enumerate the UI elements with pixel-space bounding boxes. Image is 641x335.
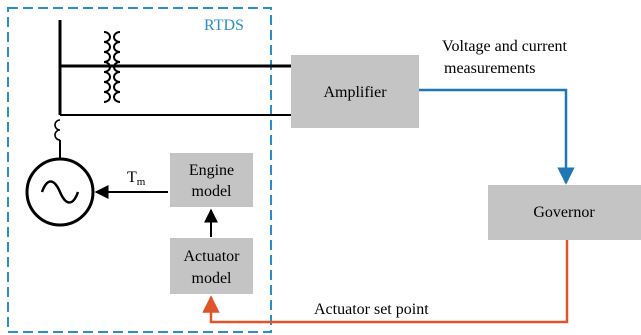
actuator-label-line2: model	[192, 270, 233, 287]
amplifier-label: Amplifier	[323, 84, 387, 101]
engine-label-line2: model	[192, 183, 233, 200]
ac-generator-icon	[25, 157, 95, 227]
amplifier-block: Amplifier	[291, 55, 419, 128]
measurements-label-line1: Voltage and current	[442, 38, 568, 55]
setpoint-label: Actuator set point	[314, 301, 429, 318]
governor-block: Governor	[488, 185, 641, 240]
actuator-model-block: Actuator model	[170, 238, 253, 294]
measurements-label-line2: measurements	[444, 60, 536, 77]
measurements-arrow	[419, 88, 575, 185]
torque-label: Tm	[127, 169, 146, 188]
engine-model-block: Engine model	[170, 153, 253, 207]
transformer-icon	[103, 31, 121, 103]
rtds-boundary	[7, 7, 272, 333]
engine-label-line1: Engine	[189, 162, 234, 179]
setpoint-arrow	[202, 240, 569, 324]
actuator-label-line1: Actuator	[184, 248, 241, 265]
current-transformer-icon	[54, 119, 61, 141]
governor-label: Governor	[533, 204, 595, 221]
rtds-label: RTDS	[204, 17, 244, 34]
